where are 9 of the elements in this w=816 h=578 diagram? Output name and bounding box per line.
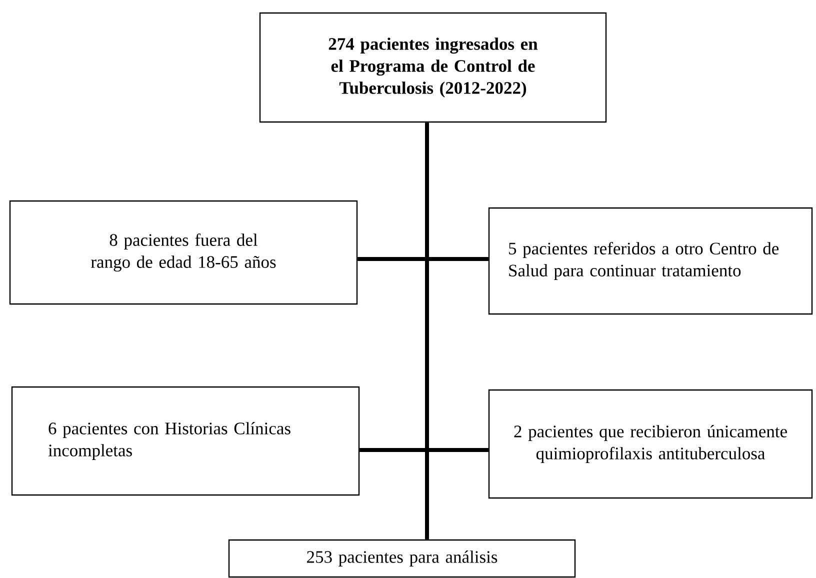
process-box: 6 pacientes con Historias Clínicas incompletas: [11, 386, 360, 496]
process-box: 5 pacientes referidos a otro Centro de Salud para continuar tratamiento: [488, 207, 813, 315]
process-box: 2 pacientes que recibieron únicamente quimioprofilaxis antituberculosa: [488, 389, 813, 499]
process-box: 274 pacientes ingresados en el Programa de Control de Tuberculosis (2012-2022): [259, 12, 607, 123]
process-box: 8 pacientes fuera del rango de edad 18-65 años: [9, 200, 358, 305]
connector-line: [425, 122, 429, 540]
connector-line: [358, 257, 488, 261]
process-box: 253 pacientes para análisis: [228, 539, 576, 578]
connector-line: [360, 448, 488, 452]
